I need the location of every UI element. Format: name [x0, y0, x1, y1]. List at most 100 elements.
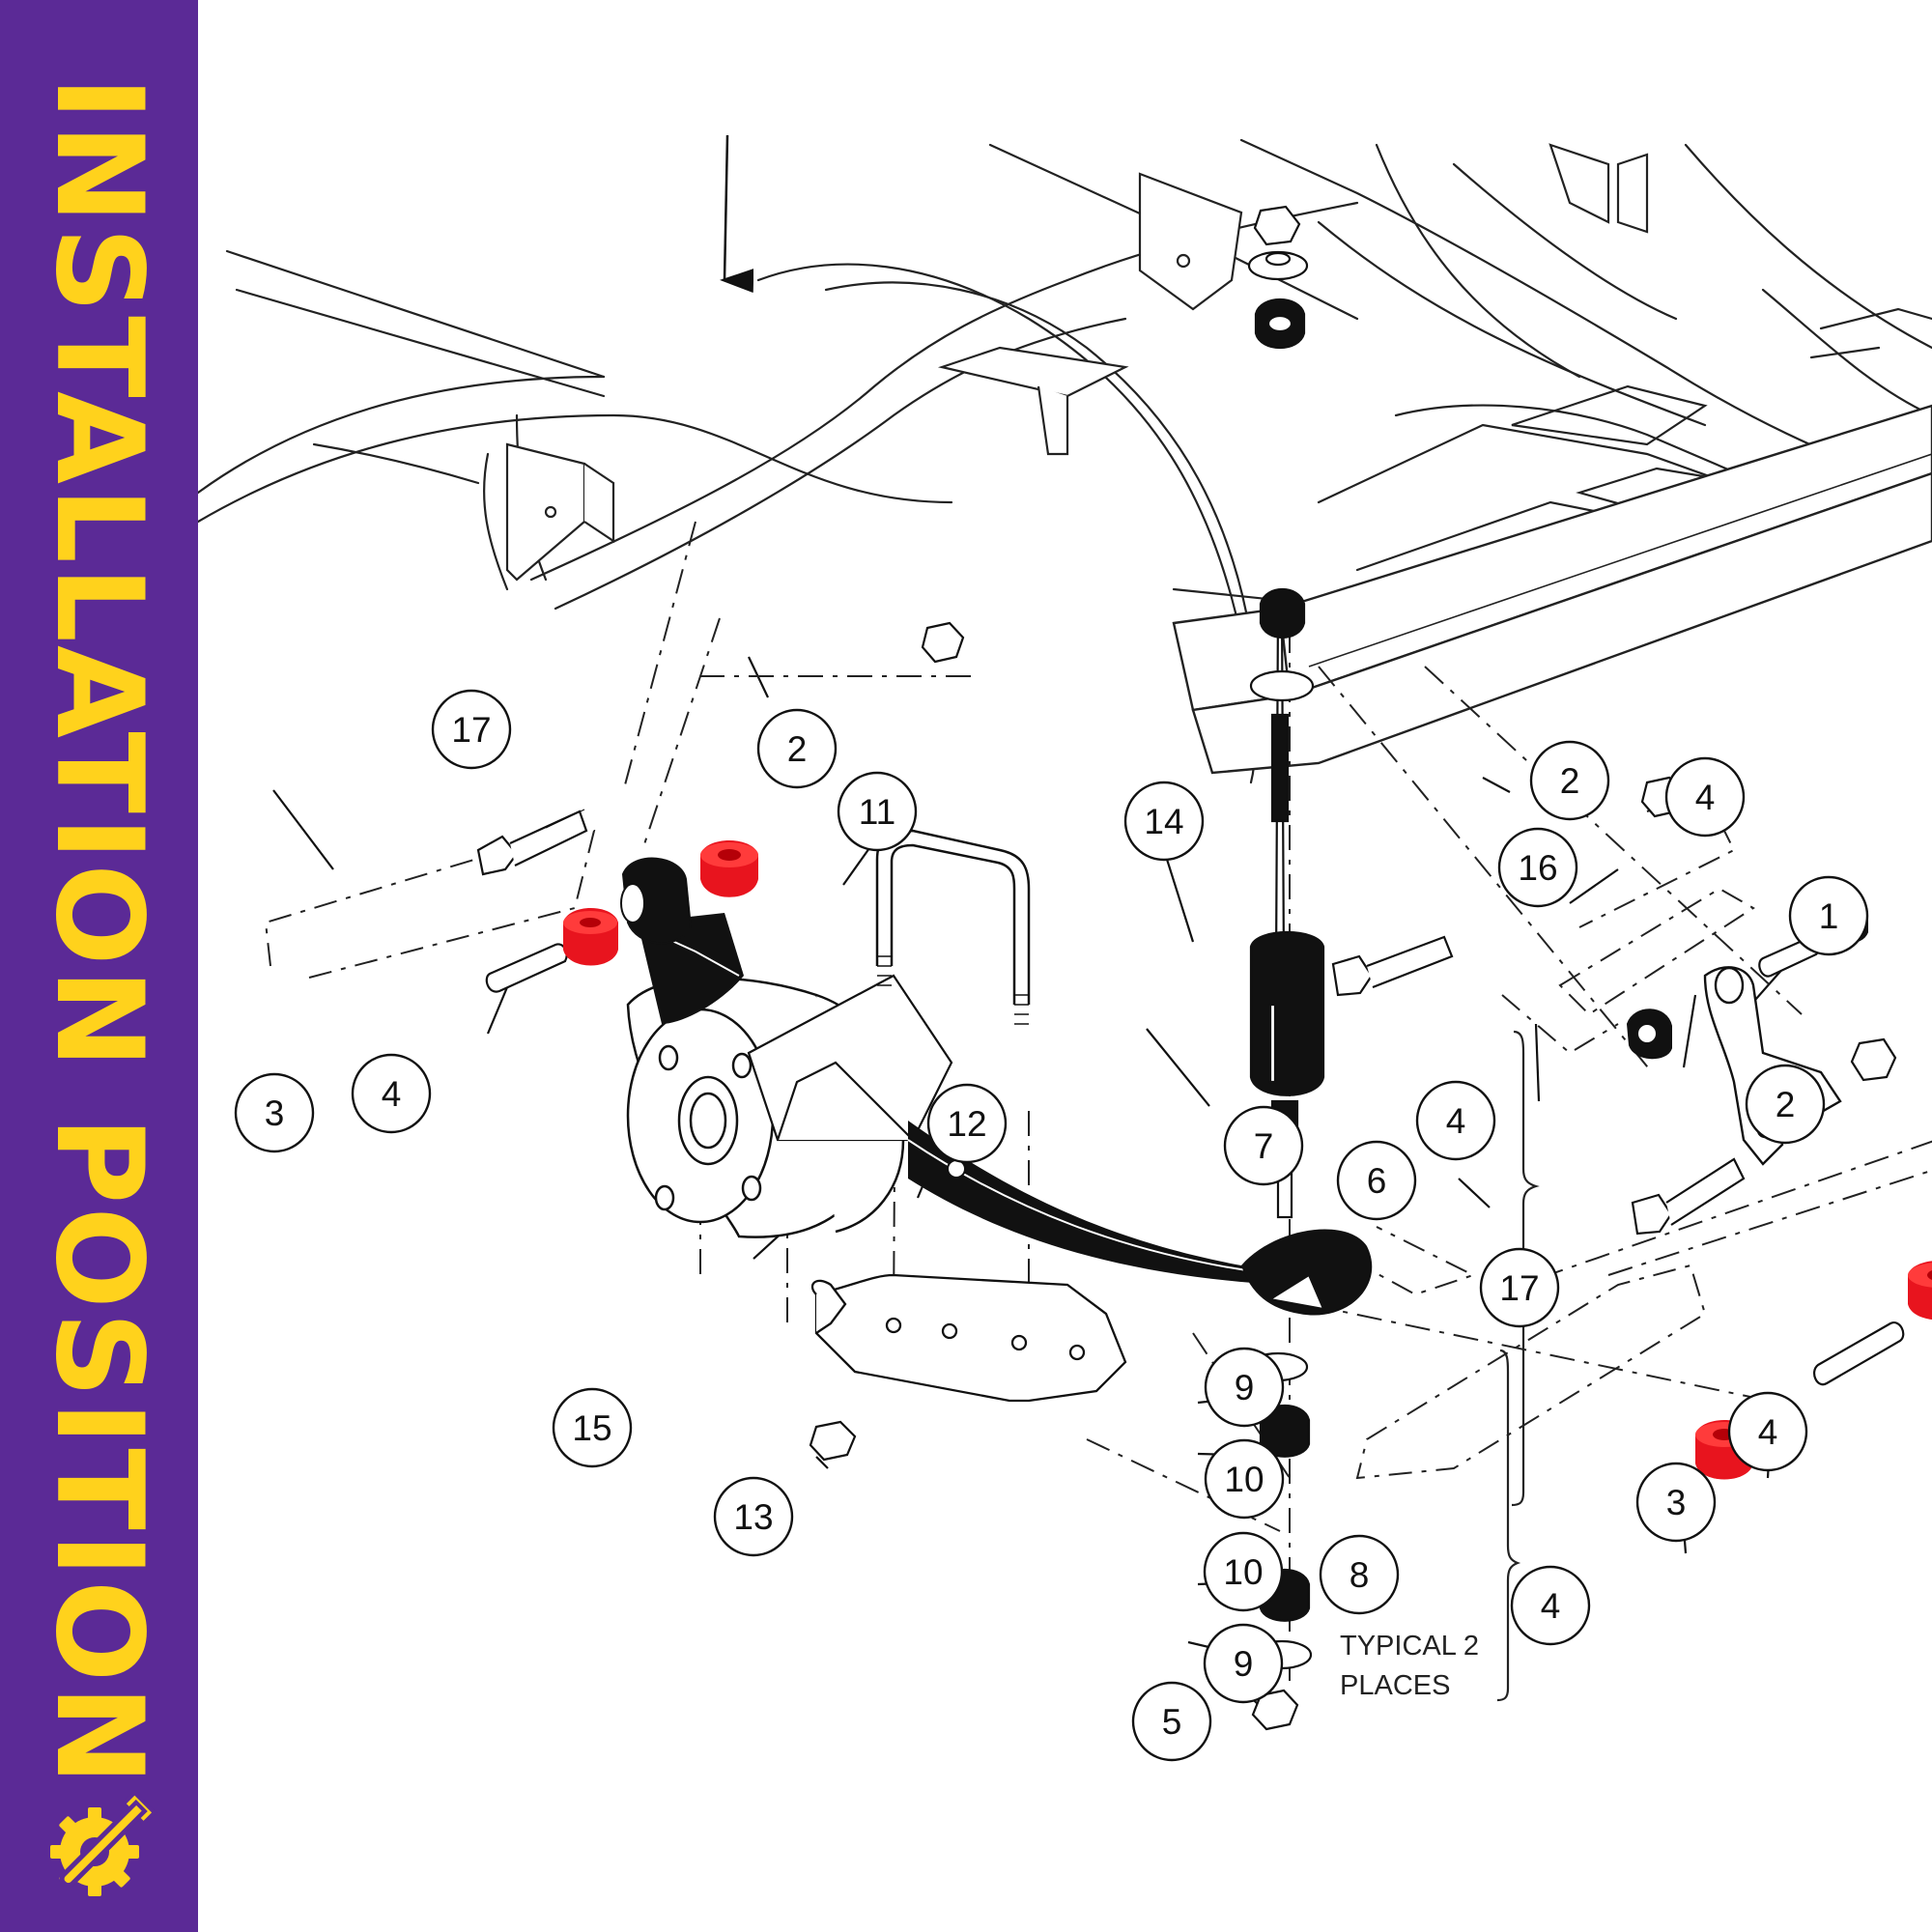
callout-c9b: 9 — [1203, 1623, 1284, 1704]
bolt-parts — [476, 809, 1746, 1236]
callout-number: 11 — [859, 792, 895, 832]
callout-number: 9 — [1235, 1368, 1255, 1407]
spring-plate — [810, 1273, 1127, 1403]
callout-circle — [1223, 1105, 1304, 1186]
callout-number: 5 — [1162, 1702, 1182, 1742]
callout-c10a: 10 — [1204, 1438, 1285, 1520]
callout-c17b: 17 — [1479, 1247, 1560, 1328]
callout-c12: 12 — [926, 1083, 1008, 1164]
callout-number: 3 — [1666, 1483, 1687, 1522]
callout-c4c: 4 — [1415, 1080, 1496, 1161]
callout-c7: 7 — [1223, 1105, 1304, 1186]
callout-c2c: 2 — [1745, 1064, 1826, 1145]
callout-c3b: 3 — [1635, 1462, 1717, 1543]
callout-c13: 13 — [713, 1476, 794, 1557]
callout-number: 10 — [1223, 1552, 1263, 1592]
callout-number: 16 — [1518, 848, 1557, 888]
callout-circle — [1131, 1681, 1212, 1762]
callout-circle — [1479, 1247, 1560, 1328]
callout-number: 14 — [1144, 802, 1183, 841]
callout-circle — [1336, 1140, 1417, 1221]
callout-c2a: 2 — [756, 708, 838, 789]
callout-c17a: 17 — [431, 689, 512, 770]
callout-circle — [1788, 875, 1869, 956]
callout-c14: 14 — [1123, 781, 1205, 862]
group-braces — [1496, 1030, 1540, 1702]
sleeve-parts — [485, 937, 1905, 1386]
callout-circle — [756, 708, 838, 789]
callout-number: 10 — [1224, 1460, 1264, 1499]
red-bushing-right — [1908, 1261, 1932, 1320]
highlighted-bushing-parts — [563, 840, 1932, 1480]
gear-wrench-icon — [50, 1790, 157, 1896]
callout-number: 4 — [1695, 778, 1716, 817]
spring-eye-bushing — [620, 857, 693, 945]
callout-circle — [1727, 1391, 1808, 1472]
callout-c3a: 3 — [234, 1072, 315, 1153]
callout-number: 6 — [1367, 1161, 1387, 1201]
callout-number: 13 — [733, 1497, 773, 1537]
callout-c9a: 9 — [1204, 1347, 1285, 1428]
callout-c4e: 4 — [1510, 1565, 1591, 1646]
callout-c15: 15 — [552, 1387, 633, 1468]
callout-number: 8 — [1350, 1555, 1370, 1595]
frame-brackets — [505, 143, 1649, 582]
callout-c11: 11 — [837, 771, 918, 852]
callout-c5: 5 — [1131, 1681, 1212, 1762]
callout-number: 7 — [1254, 1126, 1274, 1166]
callout-c2b: 2 — [1529, 740, 1610, 821]
callout-number: 9 — [1234, 1644, 1254, 1684]
red-bushing-left — [563, 908, 618, 966]
callout-circle — [234, 1072, 315, 1153]
callout-c4b: 4 — [351, 1053, 432, 1134]
axle-saddle — [747, 974, 953, 1142]
callout-circle — [1204, 1347, 1285, 1428]
callout-number: 2 — [1560, 761, 1580, 801]
red-bushing-upper-left — [700, 840, 758, 897]
callout-circle — [1745, 1064, 1826, 1145]
callout-circle — [1319, 1534, 1400, 1615]
callout-number: 4 — [1541, 1586, 1561, 1626]
callout-c8: 8 — [1319, 1534, 1400, 1615]
callout-circle — [431, 689, 512, 770]
callout-circle — [1635, 1462, 1717, 1543]
callout-circle — [1664, 756, 1746, 838]
callout-number: 17 — [451, 710, 491, 750]
callout-number: 4 — [382, 1074, 402, 1114]
callout-number: 2 — [787, 729, 808, 769]
callout-circle — [1510, 1565, 1591, 1646]
callout-number: 4 — [1758, 1412, 1778, 1452]
callout-number: 2 — [1776, 1085, 1796, 1124]
typical-note-line2: PLACES — [1340, 1670, 1450, 1701]
typical-note-line1: TYPICAL 2 — [1340, 1631, 1479, 1662]
callout-c10b: 10 — [1203, 1531, 1284, 1612]
shock-absorber — [1249, 607, 1325, 1219]
callout-circle — [837, 771, 918, 852]
callout-circle — [1203, 1623, 1284, 1704]
callout-circle — [1204, 1438, 1285, 1520]
callout-number: 1 — [1819, 896, 1839, 936]
callout-c16: 16 — [1497, 827, 1578, 908]
callout-c4a: 4 — [1664, 756, 1746, 838]
callout-circle — [1123, 781, 1205, 862]
callout-number: 12 — [947, 1104, 986, 1144]
callout-number: 4 — [1446, 1101, 1466, 1141]
callout-circle — [1203, 1531, 1284, 1612]
callout-number: 15 — [572, 1408, 611, 1448]
callout-circle — [926, 1083, 1008, 1164]
installation-position-title: INSTALLATION POSITION — [29, 75, 168, 1789]
callout-number: 3 — [265, 1094, 285, 1133]
callout-number: 17 — [1499, 1268, 1539, 1308]
callout-circle — [1529, 740, 1610, 821]
callout-c4d: 4 — [1727, 1391, 1808, 1472]
callout-circle — [1415, 1080, 1496, 1161]
callout-c6: 6 — [1336, 1140, 1417, 1221]
callout-circle — [713, 1476, 794, 1557]
pointer-arrow — [720, 134, 754, 294]
sidebar-banner: INSTALLATION POSITION — [0, 0, 198, 1932]
callout-circle — [351, 1053, 432, 1134]
vehicle-frame-outline — [198, 138, 1932, 784]
callout-circle — [552, 1387, 633, 1468]
